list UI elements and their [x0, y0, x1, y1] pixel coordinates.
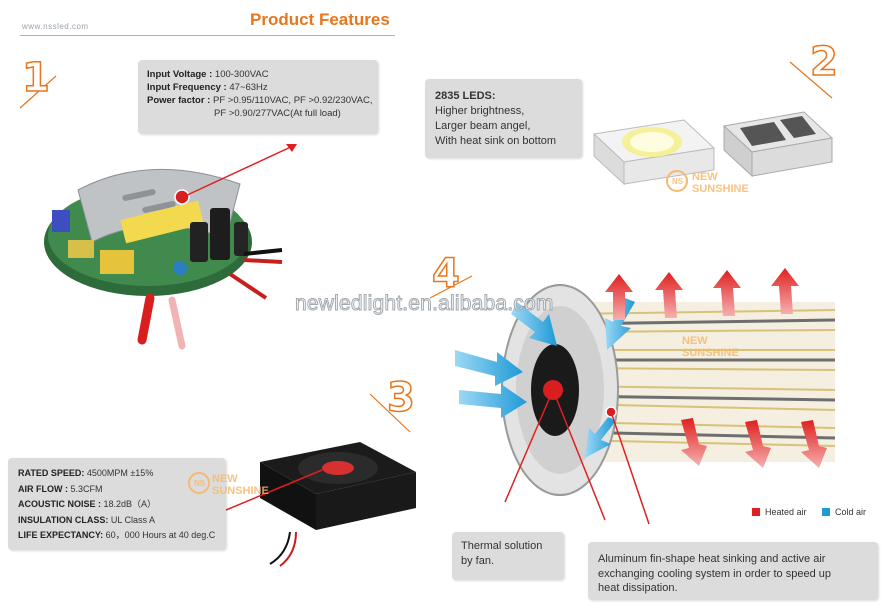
section-number-1	[19, 75, 57, 109]
led-feature: Higher brightness,	[435, 105, 525, 117]
brand-name-line2: SUNSHINE	[692, 183, 749, 195]
aluminum-note-box: Aluminum fin-shape heat sinking and acti…	[588, 542, 878, 600]
heated-swatch	[752, 508, 760, 516]
fan-spec-box: RATED SPEED: 4500MPM ±15% AIR FLOW : 5.3…	[8, 458, 226, 550]
thermal-note-line: Thermal solution	[461, 540, 543, 552]
fan-image	[260, 442, 416, 567]
aluminum-note-line: Aluminum fin-shape heat sinking and acti…	[598, 553, 826, 565]
page-title: Product Features	[250, 10, 390, 29]
spec-input-voltage: Input Voltage : 100-300VAC	[147, 69, 269, 80]
spec-rated-speed: RATED SPEED: 4500MPM ±15%	[18, 468, 154, 478]
brand-name-line2: SUNSHINE	[212, 485, 269, 497]
led-feature: Larger beam angel,	[435, 120, 531, 132]
brand-logo	[188, 472, 210, 494]
brand-name-line1: NEW	[682, 335, 708, 347]
header-divider	[20, 35, 395, 36]
watermark: newledlight.en.alibaba.com	[295, 292, 554, 316]
spec-life-expectancy: LIFE EXPECTANCY: 60，000 Hours at 40 deg.…	[18, 530, 216, 540]
spec-input-frequency: Input Frequency : 47~63Hz	[147, 82, 268, 93]
spec-power-factor: Power factor : PF >0.95/110VAC, PF >0.92…	[147, 95, 373, 106]
brand-name-line1: NEW	[692, 171, 718, 183]
led-chips-image	[592, 111, 834, 186]
led-spec-box: 2835 LEDS: Higher brightness, Larger bea…	[425, 79, 582, 158]
spec-power-factor-cont: PF >0.90/277VAC(At full load)	[214, 108, 341, 119]
driver-board-image	[44, 168, 283, 350]
aluminum-note-line: heat dissipation.	[598, 582, 678, 594]
led-heading: 2835 LEDS:	[435, 90, 496, 102]
brand-logo-text: NS	[672, 177, 684, 186]
section-number-3-label: 3	[386, 375, 415, 421]
spec-acoustic-noise: ACOUSTIC NOISE : 18.2dB（A）	[18, 499, 157, 509]
spec-insulation-class: INSULATION CLASS: UL Class A	[18, 514, 156, 525]
legend-heated: Heated air	[752, 507, 807, 517]
brand-logo-text: NS	[194, 479, 206, 488]
section-number-2-label: 2	[809, 39, 838, 85]
section-number-3	[369, 393, 411, 433]
site-url: www.nssled.com	[22, 22, 89, 31]
brand-name-line2: SUNSHINE	[682, 347, 739, 359]
section-number-2	[789, 61, 833, 99]
driver-spec-box: Input Voltage : 100-300VAC Input Frequen…	[138, 60, 378, 134]
section-number-1-label: 1	[21, 55, 50, 101]
aluminum-note-line: exchanging cooling system in order to sp…	[598, 567, 831, 580]
section-number-4	[429, 275, 473, 299]
corn-lamp-image	[455, 268, 836, 525]
thermal-note-line: by fan.	[461, 555, 495, 567]
section-number-4-label: 4	[431, 251, 460, 297]
brand-logo	[666, 170, 688, 192]
spec-air-flow: AIR FLOW : 5.3CFM	[18, 483, 103, 494]
legend-cold: Cold air	[822, 507, 866, 517]
brand-name-line1: NEW	[212, 473, 238, 485]
thermal-note-box: Thermal solution by fan.	[452, 532, 564, 580]
led-feature: With heat sink on bottom	[435, 135, 557, 147]
cold-swatch	[822, 508, 830, 516]
